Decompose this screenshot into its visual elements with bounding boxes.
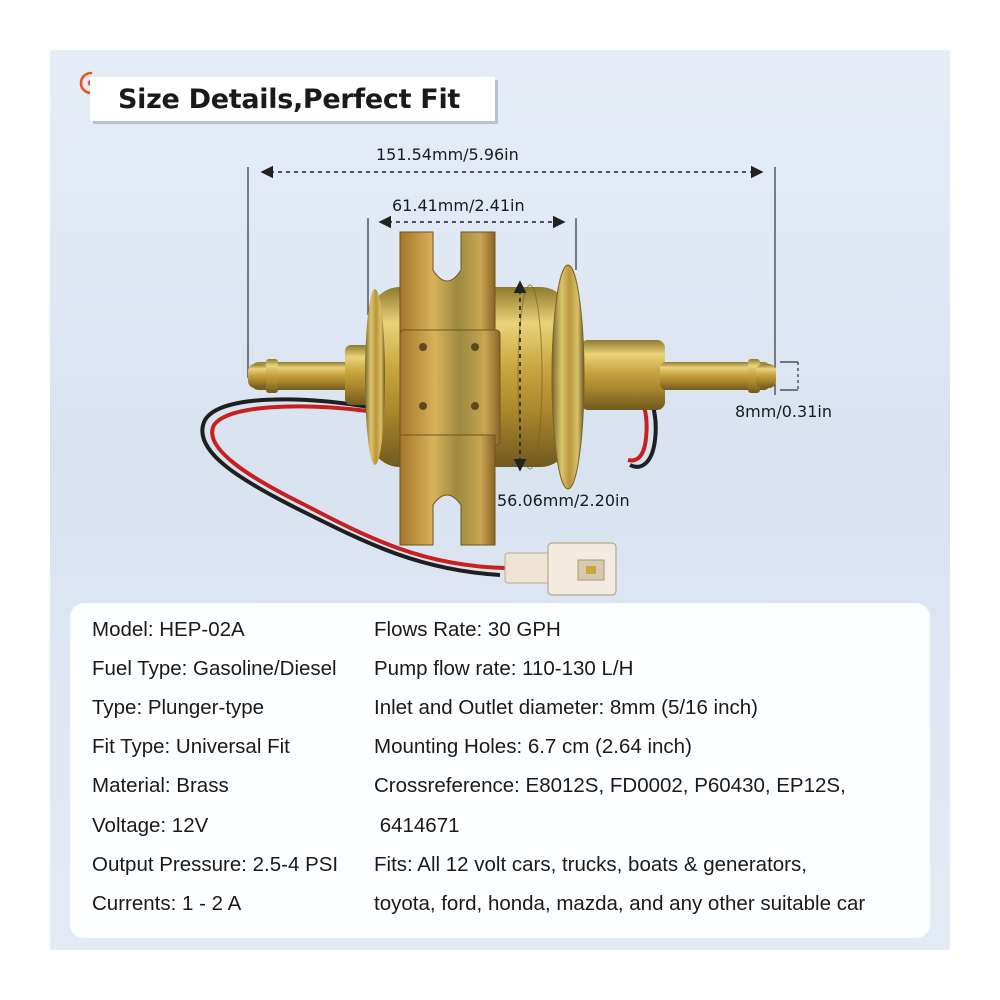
spec-left-item: Currents: 1 - 2 A xyxy=(92,892,242,915)
spec-right-item: Fits: All 12 volt cars, trucks, boats & … xyxy=(374,853,807,876)
spec-left-item: Type: Plunger-type xyxy=(92,696,265,719)
outlet-nozzle xyxy=(580,340,776,410)
wire-connector xyxy=(504,542,617,596)
spec-left-item: Fuel Type: Gasoline/Diesel xyxy=(92,657,337,680)
spec-right-item: Mounting Holes: 6.7 cm (2.64 inch) xyxy=(374,735,692,758)
spec-left-item: Voltage: 12V xyxy=(92,814,209,837)
spec-panel xyxy=(70,603,930,938)
spec-left-item: Material: Brass xyxy=(92,774,229,797)
spec-left-item: Model: HEP-02A xyxy=(92,618,245,641)
spec-right-item: Inlet and Outlet diameter: 8mm (5/16 inc… xyxy=(374,696,758,719)
nozzle-diameter-label: 8mm/0.31in xyxy=(735,402,832,421)
body-width-label: 61.41mm/2.41in xyxy=(392,196,525,215)
spec-right-item: Flows Rate: 30 GPH xyxy=(374,618,561,641)
page-title: Size Details,Perfect Fit xyxy=(118,83,461,115)
overall-length-dimension xyxy=(247,165,776,395)
body-height-label: 56.06mm/2.20in xyxy=(497,491,630,510)
spec-right-item: 6414671 xyxy=(374,814,460,837)
spec-left-item: Output Pressure: 2.5-4 PSI xyxy=(92,853,339,876)
overall-length-label: 151.54mm/5.96in xyxy=(376,145,519,164)
inlet-nozzle xyxy=(248,345,375,405)
title-badge: Size Details,Perfect Fit xyxy=(90,77,495,121)
body-width-dimension xyxy=(367,215,577,315)
spec-right-item: toyota, ford, honda, mazda, and any othe… xyxy=(374,892,866,915)
nozzle-diameter-dimension xyxy=(780,361,799,391)
black-wire xyxy=(200,397,501,577)
spec-left-item: Fit Type: Universal Fit xyxy=(92,735,290,758)
spec-right-item: Pump flow rate: 110-130 L/H xyxy=(374,657,634,680)
spec-right-item: Crossreference: E8012S, FD0002, P60430, … xyxy=(374,774,846,797)
mounting-bracket xyxy=(399,231,501,546)
